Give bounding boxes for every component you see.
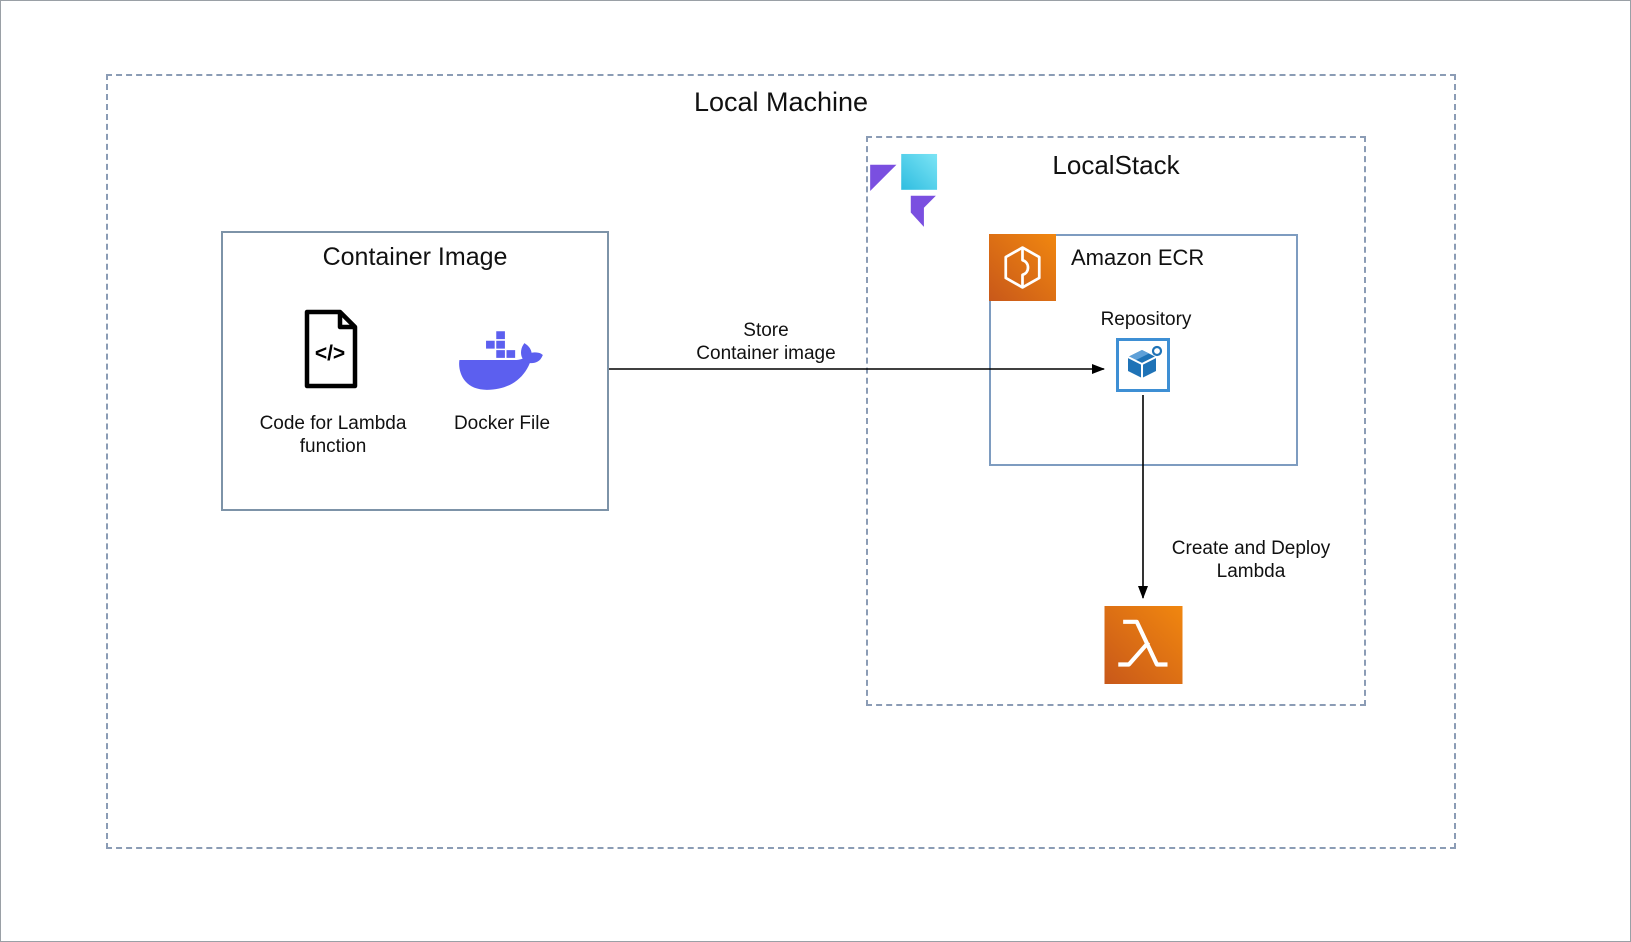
docker-file-label: Docker File	[453, 413, 551, 434]
store-arrow-label: Store Container image	[696, 320, 836, 364]
lambda-icon	[1104, 606, 1183, 684]
container-image-title: Container Image	[322, 243, 508, 271]
local-machine-box	[106, 74, 1456, 849]
docker-icon	[459, 331, 543, 390]
local-machine-title: Local Machine	[693, 87, 869, 117]
code-glyph: </>	[315, 342, 345, 365]
localstack-logo-icon	[870, 153, 938, 227]
container-image-box	[221, 231, 609, 511]
ecr-repository-icon	[1116, 338, 1170, 392]
repository-label: Repository	[1100, 309, 1192, 330]
code-file-label: Code for Lambda function	[259, 413, 407, 457]
amazon-ecr-title: Amazon ECR	[1071, 245, 1205, 270]
localstack-box	[866, 136, 1366, 706]
ecr-service-icon	[989, 234, 1056, 301]
deploy-arrow-label: Create and Deploy Lambda	[1171, 538, 1331, 582]
localstack-title: LocalStack	[1052, 150, 1180, 180]
code-file-icon: </>	[304, 309, 358, 389]
